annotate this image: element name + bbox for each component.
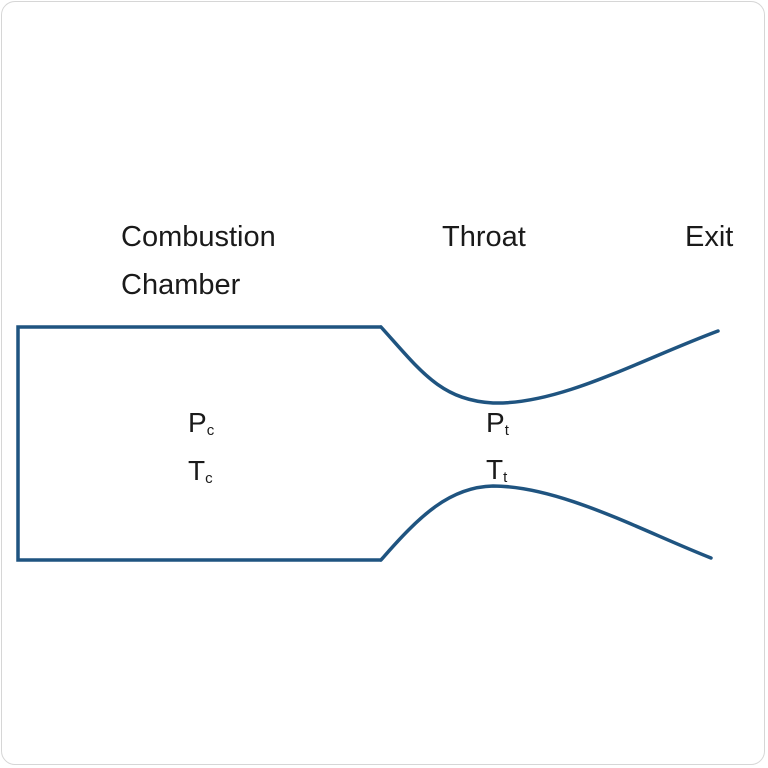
chamber-pressure-base: P: [188, 407, 207, 438]
throat-temperature-base: T: [486, 454, 504, 485]
chamber-temperature-subscript: c: [205, 470, 213, 487]
chamber-outline: [16, 325, 381, 562]
throat-pressure-symbol: Pt: [486, 408, 509, 446]
throat-pressure-subscript: t: [504, 422, 509, 439]
nozzle-lower-wall: [379, 484, 713, 562]
chamber-temperature-symbol: Tc: [188, 456, 213, 494]
nozzle-upper-wall: [379, 325, 720, 405]
chamber-temperature-base: T: [188, 455, 206, 486]
combustion-label-line2: Chamber: [121, 269, 241, 301]
combustion-chamber-label: Combustion Chamber: [121, 213, 276, 309]
combustion-label-line1: Combustion: [121, 221, 276, 253]
chamber-pressure-subscript: c: [206, 422, 215, 439]
chamber-pressure-symbol: Pc: [188, 408, 214, 446]
exit-label: Exit: [685, 221, 734, 253]
throat-label: Throat: [442, 221, 526, 253]
throat-pressure-base: P: [486, 407, 505, 438]
throat-temperature-symbol: Tt: [486, 455, 507, 493]
throat-temperature-subscript: t: [503, 469, 508, 486]
